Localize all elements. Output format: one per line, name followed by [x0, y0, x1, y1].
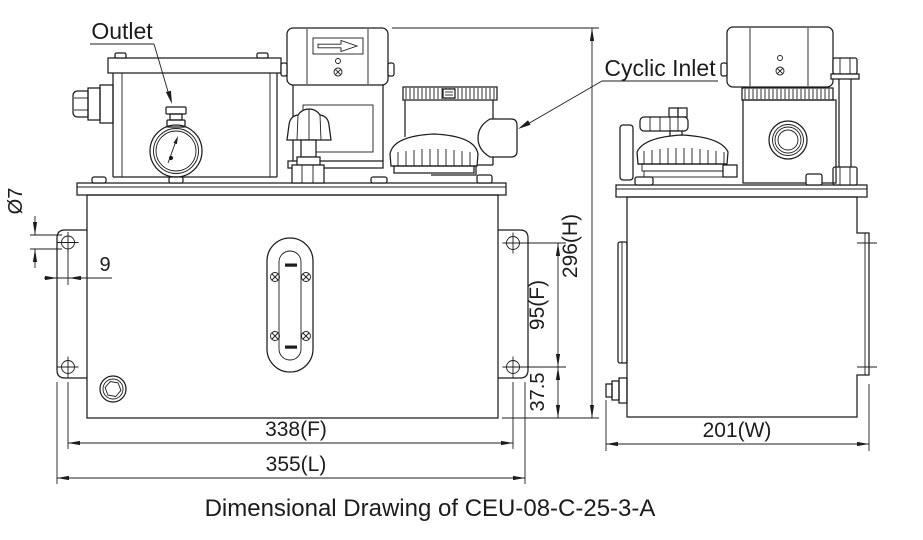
cyclic-inlet-callout: Cyclic Inlet	[518, 55, 718, 129]
base-plate	[76, 182, 507, 196]
dim-hole-diameter: Ø7	[5, 188, 62, 268]
motor-side	[720, 26, 834, 88]
dim-overall-width-label: 201(W)	[703, 419, 772, 442]
outlet-callout: Outlet	[90, 18, 172, 104]
screw-icon	[775, 66, 785, 76]
side-port	[768, 120, 808, 160]
leader-labels: Outlet Cyclic Inlet	[90, 18, 718, 129]
reservoir-tank	[86, 194, 499, 419]
screw-icon	[333, 67, 343, 77]
dim-mounting-length-label: 338(F)	[265, 418, 327, 441]
outlet-label: Outlet	[91, 18, 153, 44]
dim-hole-offset-label: 9	[99, 254, 110, 276]
dim-base-offset-label: 37.5	[527, 373, 549, 412]
dim-overall-length: 355(L)	[56, 382, 526, 484]
oil-level-sight-glass	[266, 237, 314, 373]
drain-plug	[99, 375, 127, 403]
control-box	[91, 52, 282, 184]
filter-cup-side	[619, 107, 823, 186]
dim-mounting-height: 95(F)	[520, 242, 566, 368]
mounting-bracket-right	[498, 229, 529, 379]
drawing-caption: Dimensional Drawing of CEU-08-C-25-3-A	[205, 495, 656, 522]
cyclic-inlet-label: Cyclic Inlet	[604, 55, 716, 81]
front-view	[56, 27, 529, 419]
motor	[280, 27, 395, 184]
dim-base-offset: 37.5	[527, 367, 561, 418]
dim-mounting-height-label: 95(F)	[526, 280, 549, 330]
dim-overall-length-label: 355(L)	[266, 453, 327, 476]
filter-cup	[389, 133, 479, 174]
dim-overall-height-label: 296(H)	[559, 214, 582, 278]
dimension-annotations: Ø7 9 338(F) 355(L)	[5, 27, 870, 484]
dim-mounting-length: 338(F)	[67, 382, 514, 449]
dim-overall-width: 201(W)	[605, 384, 870, 451]
outlet-fitting	[165, 106, 187, 128]
sight-glass-screws	[270, 272, 311, 341]
base-plate-side	[615, 184, 868, 198]
cyclic-inlet-fitting	[477, 118, 518, 158]
direction-arrow-plate	[317, 39, 359, 53]
dim-overall-height: 296(H)	[392, 27, 599, 419]
adjust-knob-valve	[286, 108, 332, 184]
pump-unit	[389, 86, 518, 184]
reservoir-tank-side	[617, 196, 877, 418]
cable-gland	[72, 84, 114, 124]
drain-plug-side	[605, 377, 628, 404]
pump-unit-side	[741, 87, 837, 184]
dim-hole-offset: 9	[44, 250, 112, 285]
dim-hole-diameter-label: Ø7	[5, 188, 27, 215]
pressure-gauge	[149, 124, 203, 178]
tie-rod	[830, 57, 860, 186]
side-view	[605, 26, 877, 418]
mounting-bracket-left	[56, 229, 87, 379]
